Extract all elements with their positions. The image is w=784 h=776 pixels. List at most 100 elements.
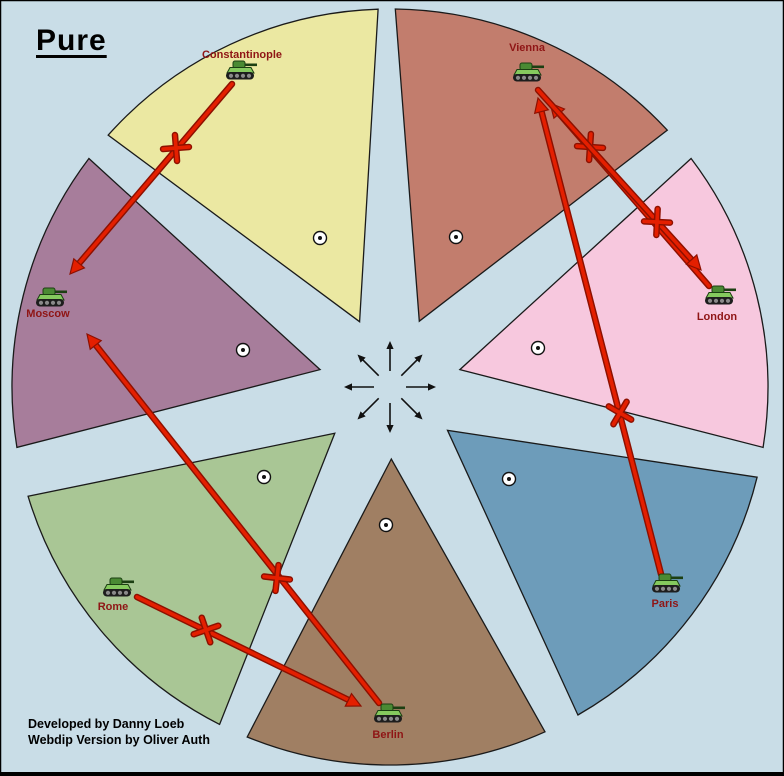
compass-arrowhead [414,354,423,363]
army-unit-tank-icon-paris[interactable] [652,573,683,593]
tank-wheel [117,590,123,595]
tank-turret [109,577,123,586]
tank-wheel [44,300,50,305]
order-arrow-paris-to-vienna [533,96,665,578]
territory-wedge-london[interactable] [458,157,769,449]
tank-wheel [713,298,719,303]
credit-line-webdip: Webdip Version by Oliver Auth [28,733,210,747]
tank-wheel [50,300,56,305]
order-arrow-berlin-to-moscow [86,332,383,707]
tank-tracks [103,589,131,597]
order-arrow-vienna-to-london [534,86,702,271]
tank-tracks [652,585,680,593]
tank-barrel [54,290,67,294]
territory-wedge-moscow[interactable] [11,157,322,449]
army-unit-tank-icon-london[interactable] [705,285,736,305]
compass-arrowhead [357,411,366,420]
tank-wheel [666,586,672,591]
tank-wheel [719,298,725,303]
tank-wheel [660,586,666,591]
tank-wheel [240,73,246,78]
tank-wheel [515,75,521,80]
compass-arrowhead [386,341,394,349]
tank-turret [519,62,533,71]
supply-center-dot [262,475,266,479]
territory-vienna[interactable] [394,8,669,323]
tank-turret [711,285,725,294]
order-line [77,82,234,266]
compass-arrow [400,358,419,377]
supply-center-dot [241,348,245,352]
tank-wheel [521,75,527,80]
order-arrowhead [685,253,702,271]
tank-wheel [234,73,240,78]
territory-label-moscow: Moscow [26,308,70,320]
compass-arrowhead [344,383,352,391]
territory-moscow[interactable] [11,157,322,449]
compass-arrowhead [428,383,436,391]
territory-constantinople[interactable] [107,8,379,323]
fail-x-icon [173,133,179,163]
compass-arrow [400,397,419,416]
tank-wheel [707,298,713,303]
fail-x-icon [642,219,672,225]
territory-paris[interactable] [446,429,758,716]
territory-wedge-rome[interactable] [27,432,336,726]
tank-wheel [246,73,252,78]
tank-tracks [36,299,64,307]
tank-turret [232,60,246,69]
tank-barrel [531,65,544,69]
order-arrow-rome-to-berlin [133,593,363,707]
compass-arrowhead [357,354,366,363]
supply-center-dot [384,523,388,527]
order-line [135,595,351,702]
tank-turret [380,703,394,712]
compass-arrow [361,397,380,416]
order-arrowhead [69,257,86,276]
order-line [93,343,381,705]
map-border-bottom [0,772,784,776]
order-arrowhead [344,692,363,707]
tank-wheel [527,75,533,80]
territory-rome[interactable] [27,432,336,726]
army-unit-tank-icon-moscow[interactable] [36,287,67,307]
tank-turret [42,287,56,296]
tank-turret [658,573,672,582]
credits: Developed by Danny Loeb Webdip Version b… [28,716,210,748]
compass-arrow [361,358,380,377]
tank-barrel [244,63,257,67]
territory-label-berlin: Berlin [372,729,403,741]
tank-wheel [382,716,388,721]
territory-label-vienna: Vienna [509,42,546,54]
tank-wheel [388,716,394,721]
army-unit-tank-icon-vienna[interactable] [513,62,544,82]
army-unit-tank-icon-berlin[interactable] [374,703,405,723]
tank-wheel [654,586,660,591]
territory-wedge-paris[interactable] [446,429,758,716]
tank-wheel [533,75,539,80]
tank-wheel [105,590,111,595]
territory-wedge-constantinople[interactable] [107,8,379,323]
army-unit-tank-icon-constantinople[interactable] [226,60,257,80]
territory-label-constantinople: Constantinople [202,49,282,61]
map-title: Pure [36,24,107,57]
territory-wedge-vienna[interactable] [394,8,669,323]
tank-wheel [394,716,400,721]
tank-barrel [670,576,683,580]
fail-x-icon [191,623,221,637]
territory-london[interactable] [458,157,769,449]
order-arrowhead [86,332,103,351]
tank-wheel [56,300,62,305]
supply-center-dot [507,477,511,481]
compass-arrowhead [414,411,423,420]
army-unit-tank-icon-rome[interactable] [103,577,134,597]
supply-center-dot [318,236,322,240]
order-arrowhead [533,96,550,115]
tank-wheel [376,716,382,721]
tank-tracks [513,74,541,82]
tank-barrel [392,706,405,710]
compass-arrowhead [386,425,394,433]
order-arrow-constantinople-to-moscow [69,80,236,276]
